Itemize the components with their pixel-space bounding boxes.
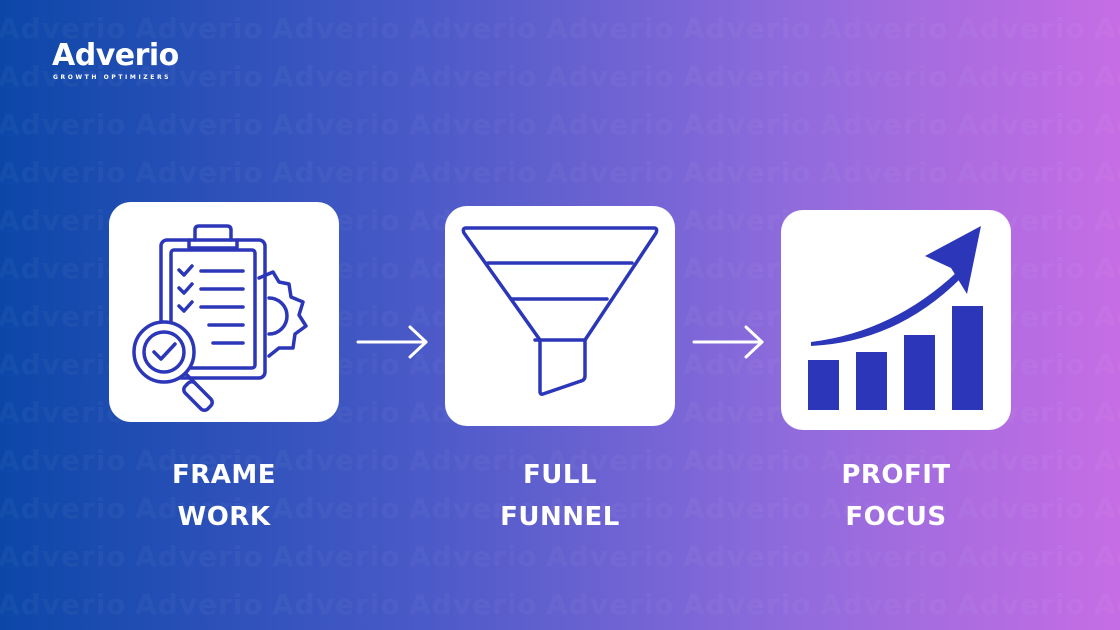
watermark-word: Adverio [957, 12, 1094, 45]
step-label-full-funnel: FULL FUNNEL [445, 454, 675, 538]
watermark-word: Adverio [1094, 396, 1120, 429]
watermark-word: Adverio [0, 156, 135, 189]
watermark-word: Adverio [272, 540, 409, 573]
brand-tagline: GROWTH OPTIMIZERS [53, 74, 172, 81]
watermark-word: Adverio [546, 156, 683, 189]
watermark-word: Adverio [957, 588, 1094, 621]
watermark-word: Adverio [409, 12, 546, 45]
watermark-word: Adverio [546, 108, 683, 141]
step-label-line1: PROFIT [841, 460, 951, 490]
watermark-word: Adverio [1094, 156, 1120, 189]
watermark-word: Adverio [135, 588, 272, 621]
watermark-word: Adverio [546, 540, 683, 573]
watermark-word: Adverio [135, 156, 272, 189]
watermark-word: Adverio [546, 12, 683, 45]
growth-bar-chart-arrow-icon [808, 226, 983, 410]
watermark-word: Adverio [409, 108, 546, 141]
step-label-line1: FRAME [171, 460, 277, 490]
watermark-word: Adverio [957, 60, 1094, 93]
watermark-row: AdverioAdverioAdverioAdverioAdverioAdver… [0, 540, 1120, 573]
step-label-line2: FUNNEL [500, 502, 620, 532]
watermark-word: Adverio [409, 60, 546, 93]
watermark-word: Adverio [1094, 348, 1120, 381]
watermark-word: Adverio [683, 60, 820, 93]
watermark-word: Adverio [820, 588, 957, 621]
watermark-word: Adverio [683, 156, 820, 189]
step-card-profit-focus [781, 210, 1011, 430]
watermark-word: Adverio [1094, 252, 1120, 285]
watermark-word: Adverio [546, 60, 683, 93]
step-label-line2: FOCUS [845, 502, 947, 532]
watermark-word: Adverio [1094, 492, 1120, 525]
watermark-word: Adverio [957, 156, 1094, 189]
watermark-word: Adverio [272, 588, 409, 621]
right-arrow-icon [692, 325, 764, 359]
watermark-word: Adverio [409, 156, 546, 189]
step-label-profit-focus: PROFIT FOCUS [781, 454, 1011, 538]
watermark-word: Adverio [1094, 444, 1120, 477]
step-label-line2: WORK [177, 502, 271, 532]
watermark-word: Adverio [135, 540, 272, 573]
watermark-word: Adverio [272, 12, 409, 45]
watermark-word: Adverio [546, 588, 683, 621]
watermark-word: Adverio [1094, 108, 1120, 141]
watermark-word: Adverio [0, 108, 135, 141]
funnel-icon [461, 226, 659, 396]
watermark-word: Adverio [683, 12, 820, 45]
watermark-word: Adverio [1094, 540, 1120, 573]
watermark-word: Adverio [272, 60, 409, 93]
watermark-word: Adverio [1094, 60, 1120, 93]
brand-logo: Adverio GROWTH OPTIMIZERS [52, 38, 179, 82]
watermark-row: AdverioAdverioAdverioAdverioAdverioAdver… [0, 156, 1120, 189]
watermark-word: Adverio [1094, 588, 1120, 621]
step-label-line1: FULL [522, 460, 597, 490]
watermark-row: AdverioAdverioAdverioAdverioAdverioAdver… [0, 588, 1120, 621]
step-label-framework: FRAME WORK [109, 454, 339, 538]
watermark-word: Adverio [820, 156, 957, 189]
watermark-word: Adverio [1094, 12, 1120, 45]
watermark-word: Adverio [135, 108, 272, 141]
watermark-word: Adverio [0, 588, 135, 621]
watermark-word: Adverio [0, 540, 135, 573]
watermark-word: Adverio [820, 12, 957, 45]
brand-name: Adverio [52, 38, 179, 73]
clipboard-checklist-gear-magnifier-icon [132, 224, 308, 412]
right-arrow-icon [356, 325, 428, 359]
watermark-word: Adverio [820, 540, 957, 573]
watermark-word: Adverio [1094, 204, 1120, 237]
step-card-framework [109, 202, 339, 422]
step-card-full-funnel [445, 206, 675, 426]
watermark-word: Adverio [683, 588, 820, 621]
watermark-word: Adverio [409, 540, 546, 573]
watermark-word: Adverio [272, 108, 409, 141]
watermark-word: Adverio [957, 540, 1094, 573]
watermark-word: Adverio [272, 156, 409, 189]
watermark-word: Adverio [683, 540, 820, 573]
watermark-word: Adverio [683, 108, 820, 141]
watermark-word: Adverio [820, 60, 957, 93]
watermark-word: Adverio [1094, 300, 1120, 333]
watermark-row: AdverioAdverioAdverioAdverioAdverioAdver… [0, 108, 1120, 141]
watermark-word: Adverio [957, 108, 1094, 141]
watermark-word: Adverio [820, 108, 957, 141]
watermark-word: Adverio [409, 588, 546, 621]
